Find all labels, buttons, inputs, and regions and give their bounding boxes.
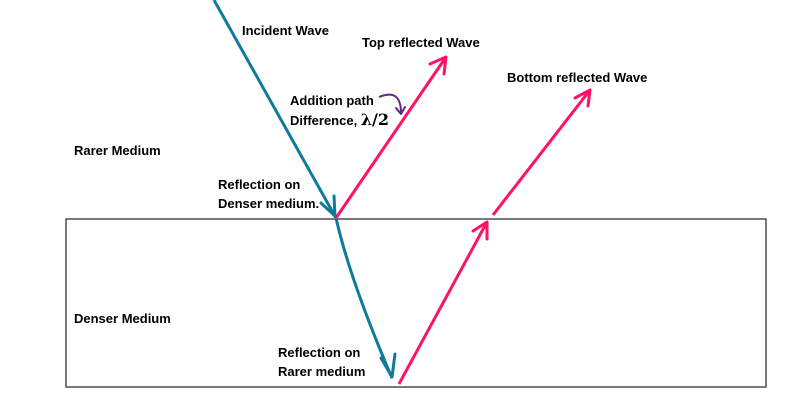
reflection-on-denser-line2: Denser medium. — [218, 196, 320, 211]
bottom-reflected-ray — [491, 88, 592, 216]
curved-arrow-line — [378, 93, 402, 114]
bottom-reflected-ray-line — [491, 89, 592, 216]
refracted-ray-arrowhead — [379, 352, 397, 379]
internal-reflected-ray-arrowhead — [471, 220, 489, 241]
reflection-on-rarer-label: Reflection on Rarer medium — [278, 343, 365, 381]
bottom-reflected-wave-label: Bottom reflected Wave — [507, 70, 648, 85]
addition-path-line2: Difference, λ/2 — [290, 110, 389, 130]
top-reflected-wave-label: Top reflected Wave — [362, 35, 480, 50]
top-reflected-ray — [334, 55, 448, 219]
top-reflected-ray-line — [334, 56, 448, 219]
internal-reflected-ray — [397, 220, 489, 385]
bottom-reflected-ray-arrowhead — [573, 88, 592, 108]
addition-path-text: Difference, — [290, 113, 361, 128]
reflection-on-denser-line1: Reflection on — [218, 177, 301, 192]
rarer-medium-label: Rarer Medium — [74, 143, 161, 158]
incident-ray-arrowhead — [319, 194, 337, 218]
reflection-on-rarer-line1: Reflection on — [278, 345, 361, 360]
internal-reflected-ray-line — [397, 221, 489, 385]
addition-path-difference-label: Addition path Difference, λ/2 — [290, 91, 389, 130]
addition-path-line1: Addition path — [290, 93, 374, 108]
reflection-on-rarer-line2: Rarer medium — [278, 364, 366, 379]
top-reflected-ray-arrowhead — [428, 55, 448, 76]
reflection-on-denser-label: Reflection on Denser medium. — [218, 175, 319, 213]
denser-medium-box — [65, 218, 767, 388]
incident-ray — [212, 0, 338, 219]
incident-ray-line — [212, 0, 338, 219]
curved-arrow-head — [395, 106, 406, 115]
lambda-half-symbol: λ/2 — [360, 110, 390, 129]
refracted-ray — [334, 217, 397, 379]
refracted-ray-line — [334, 217, 394, 379]
incident-wave-label: Incident Wave — [242, 23, 329, 38]
curved-arrow-icon — [378, 93, 406, 115]
denser-medium-label: Denser Medium — [74, 311, 171, 326]
